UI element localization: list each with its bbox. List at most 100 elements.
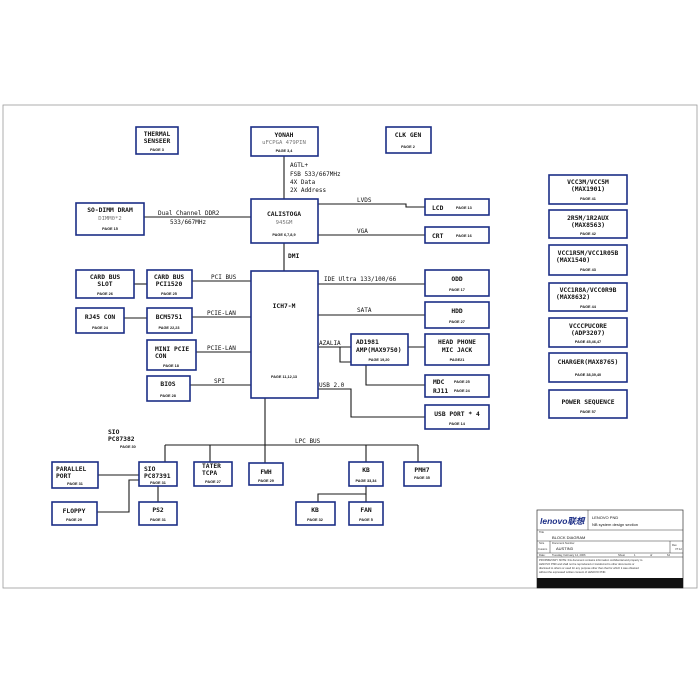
revision: VT.12 <box>675 547 682 551</box>
block-thermal-sensor: THERMAL SENSEER PAGE 3 <box>135 126 179 155</box>
company-section: NB system design section <box>592 522 638 527</box>
svg-text:PAGE 22,23: PAGE 22,23 <box>158 326 179 330</box>
bus-label-lvds: LVDS <box>357 197 372 204</box>
svg-text:1: 1 <box>634 553 636 557</box>
svg-text:MDC: MDC <box>433 379 445 386</box>
bus-label-ide: IDE Ultra 133/100/66 <box>324 276 397 283</box>
block-calistoga-northbridge: CALISTOGA 945GM PAGE 6,7,8,9 <box>250 198 319 244</box>
svg-text:AD1981: AD1981 <box>356 339 379 346</box>
svg-text:PAGE 5: PAGE 5 <box>359 518 373 522</box>
svg-text:YONAH: YONAH <box>275 132 294 139</box>
bus-label-pcie-lan-1: PCIE-LAN <box>207 310 236 317</box>
svg-text:PAGE 43: PAGE 43 <box>580 268 596 272</box>
svg-text:VCC3M/VCC5M: VCC3M/VCC5M <box>567 179 609 186</box>
block-sodimm-dram: SO-DIMM DRAM DIMM0*2 PAGE 15 <box>75 202 145 236</box>
svg-text:PAGE 16: PAGE 16 <box>456 234 472 238</box>
svg-text:Document Number: Document Number <box>552 541 575 545</box>
block-mini-pcie-connector: MINI PCIE CON PAGE 18 <box>146 339 197 371</box>
proprietary-note: PROPRIETARY NOTE: this document contains… <box>539 558 643 562</box>
svg-text:PAGE21: PAGE21 <box>450 358 465 362</box>
svg-text:PAGE 25: PAGE 25 <box>161 292 177 296</box>
svg-text:AMP(MAX9750): AMP(MAX9750) <box>356 347 402 354</box>
svg-text:PAGE 30: PAGE 30 <box>120 445 136 449</box>
svg-text:Sheet: Sheet <box>618 553 625 557</box>
block-lcd: LCD PAGE 13 <box>424 198 490 216</box>
svg-text:LCD: LCD <box>432 205 444 212</box>
svg-text:PAGE 3: PAGE 3 <box>150 148 164 152</box>
block-bios: BIOS PAGE 28 <box>146 375 191 402</box>
label-sio-pc87382: SIO PC87382 PAGE 30 <box>108 429 136 449</box>
date: Tuesday, February 14, 2006 <box>552 553 586 557</box>
svg-text:PAGE 6,7,8,9: PAGE 6,7,8,9 <box>272 233 295 237</box>
svg-text:PAGE 31: PAGE 31 <box>67 482 83 486</box>
block-charger: CHARGER(MAX8765) PAGE 38,39,40 <box>548 352 628 383</box>
bus-label-spi: SPI <box>214 378 225 385</box>
svg-text:without the expressed written: without the expressed written consent of… <box>539 570 606 574</box>
bus-label-ddr2: Dual Channel DDR2 <box>158 210 220 217</box>
svg-text:VCC1R5M/VCC1R05B: VCC1R5M/VCC1R05B <box>558 250 619 257</box>
bus-label-2x-address: 2X Address <box>290 187 327 194</box>
svg-text:HDD: HDD <box>451 308 463 315</box>
svg-text:(MAX8563): (MAX8563) <box>571 222 605 229</box>
svg-text:PAGE 33,34: PAGE 33,34 <box>355 479 377 483</box>
svg-text:of: of <box>650 553 652 557</box>
svg-text:FAN: FAN <box>360 507 372 514</box>
block-bcm5751-lan: BCM5751 PAGE 22,23 <box>146 307 193 334</box>
svg-text:PAGE 2: PAGE 2 <box>401 145 415 149</box>
company-name: LENOVO PND <box>592 515 618 520</box>
svg-text:PAGE 17: PAGE 17 <box>449 288 465 292</box>
svg-text:PC87382: PC87382 <box>108 436 135 443</box>
svg-text:PAGE 18: PAGE 18 <box>163 364 179 368</box>
block-keyboard: KB PAGE 32 <box>295 501 336 526</box>
svg-text:(MAX8632): (MAX8632) <box>556 294 590 301</box>
svg-text:PCI1520: PCI1520 <box>156 281 183 288</box>
svg-text:USB PORT * 4: USB PORT * 4 <box>434 411 480 418</box>
svg-text:Title: Title <box>539 530 544 534</box>
svg-text:(MAX1901): (MAX1901) <box>571 186 605 193</box>
svg-text:PAGE 32: PAGE 32 <box>307 518 323 522</box>
document-number: AUSTIN3 <box>556 546 574 551</box>
svg-text:disclosed to others or used fo: disclosed to others or used for any purp… <box>539 566 639 570</box>
block-floppy: FLOPPY PAGE 29 <box>51 501 98 526</box>
svg-text:PAGE 29: PAGE 29 <box>66 518 82 522</box>
svg-text:VCC1R8A/VCC0R9B: VCC1R8A/VCC0R9B <box>560 287 617 294</box>
svg-text:PAGE 11,12,13: PAGE 11,12,13 <box>271 375 297 379</box>
svg-text:PAGE 45,46,47: PAGE 45,46,47 <box>575 340 601 344</box>
drawing-title: BLOCK DIAGRAM <box>552 535 585 540</box>
svg-text:PAGE 44: PAGE 44 <box>580 305 597 309</box>
block-parallel-port: PARALLEL PORT PAGE 31 <box>51 461 99 489</box>
svg-text:Date:: Date: <box>539 553 546 557</box>
svg-text:uFCPGA 479PIN: uFCPGA 479PIN <box>262 140 306 146</box>
svg-text:2R5M/1R2AUX: 2R5M/1R2AUX <box>567 215 609 222</box>
svg-text:PS2: PS2 <box>152 507 164 514</box>
title-block: lenovo联想 LENOVO PND NB system design sec… <box>536 509 684 589</box>
svg-text:ODD: ODD <box>451 276 463 283</box>
svg-text:PAGE 31: PAGE 31 <box>150 481 166 485</box>
svg-text:PARALLEL: PARALLEL <box>56 466 87 473</box>
svg-text:PAGE 57: PAGE 57 <box>580 410 596 414</box>
svg-text:PAGE 29: PAGE 29 <box>258 479 274 483</box>
svg-text:PMH7: PMH7 <box>414 467 429 474</box>
block-kb-controller: KB PAGE 33,34 <box>348 461 384 487</box>
svg-text:THERMAL: THERMAL <box>144 131 171 138</box>
svg-text:TCPA: TCPA <box>202 470 217 477</box>
block-usb-ports: USB PORT * 4 PAGE 14 <box>424 404 490 430</box>
block-2r5m-1r2aux: 2R5M/1R2AUX (MAX8563) PAGE 42 <box>548 209 628 239</box>
svg-text:PAGE 41: PAGE 41 <box>580 197 596 201</box>
block-sio-pc87391: SIO PC87391 PAGE 31 <box>138 461 178 487</box>
block-vcc1r8a-vcc0r9b: VCC1R8A/VCC0R9B (MAX8632) PAGE 44 <box>548 282 628 312</box>
block-ad1981-codec: AD1981 AMP(MAX9750) PAGE 19,20 <box>350 333 409 366</box>
svg-text:PAGE 26: PAGE 26 <box>97 292 113 296</box>
bus-label-fsb: FSB 533/667MHz <box>290 171 341 178</box>
svg-text:VCCCPUCORE: VCCCPUCORE <box>569 323 607 330</box>
svg-text:CLK GEN: CLK GEN <box>395 132 422 139</box>
bus-label-usb: USB 2.0 <box>319 382 345 389</box>
svg-text:RJ45 CON: RJ45 CON <box>85 314 116 321</box>
block-vcccpucore: VCCCPUCORE (ADP3207) PAGE 45,46,47 <box>548 317 628 348</box>
bus-label-sata: SATA <box>357 307 372 314</box>
svg-text:(MAX1540): (MAX1540) <box>556 257 590 264</box>
svg-text:PAGE 13: PAGE 13 <box>456 206 472 210</box>
svg-text:Rev: Rev <box>672 543 677 547</box>
svg-text:CRT: CRT <box>432 233 444 240</box>
svg-text:PC87391: PC87391 <box>144 473 171 480</box>
